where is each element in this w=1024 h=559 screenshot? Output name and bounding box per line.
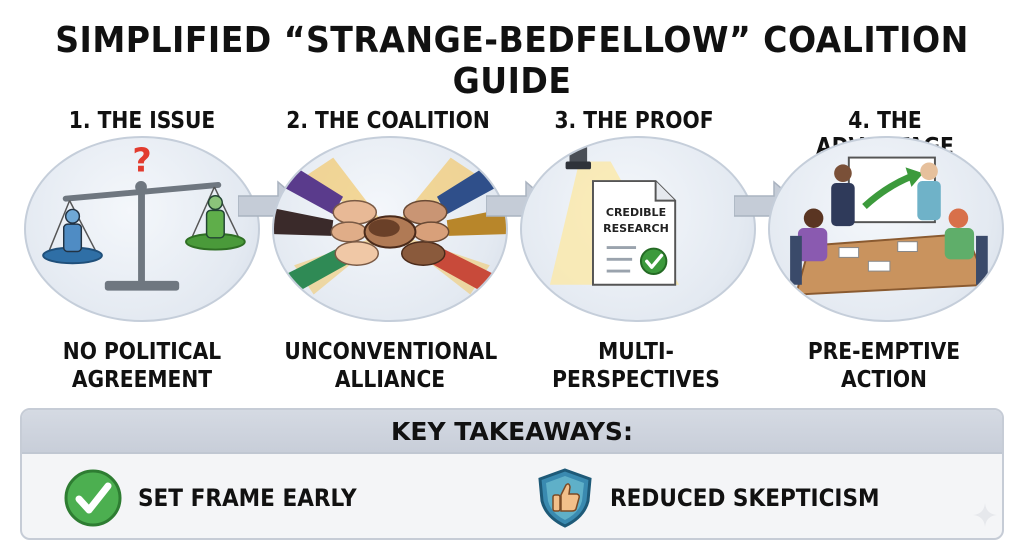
meeting-icon: [790, 156, 990, 296]
step-1-caption-line-2: AGREEMENT: [71, 367, 213, 393]
step-3-caption-line-2: PERSPECTIVES: [552, 367, 720, 393]
takeaway-reduced-skepticism: REDUCED SKEPTICISM: [534, 462, 909, 534]
step-4-caption: PRE-EMPTIVE ACTION: [778, 338, 989, 394]
step-3-illustration: CREDIBLE RESEARCH: [520, 136, 756, 322]
takeaway-label: REDUCED SKEPTICISM: [610, 484, 880, 512]
step-4-illustration: [768, 136, 1004, 322]
step-1-illustration: ?: [24, 136, 260, 322]
key-takeaways-header: KEY TAKEAWAYS:: [22, 410, 1002, 454]
step-2-caption: UNCONVENTIONAL ALLIANCE: [284, 338, 498, 394]
svg-text:?: ?: [132, 140, 151, 179]
step-1-caption-line-1: NO POLITICAL: [62, 339, 222, 365]
document-line-2: RESEARCH: [603, 222, 669, 235]
takeaway-set-frame-early: SET FRAME EARLY: [62, 462, 381, 534]
scales-icon: ?: [42, 140, 246, 291]
step-1-title: 1. THE ISSUE: [68, 108, 216, 134]
step-3-title: 3. THE PROOF: [554, 108, 714, 134]
takeaway-label: SET FRAME EARLY: [138, 484, 357, 512]
checkmark-icon: [64, 469, 122, 527]
handshake-icon: [274, 153, 506, 306]
step-3-caption-line-1: MULTI-: [598, 339, 674, 365]
step-2-caption-line-1: UNCONVENTIONAL: [284, 339, 498, 365]
shield-thumbs-up-icon: [538, 468, 592, 528]
page-title: SIMPLIFIED “STRANGE-BEDFELLOW” COALITION…: [55, 20, 969, 102]
step-2-illustration: [272, 136, 508, 322]
step-2-caption-line-2: ALLIANCE: [334, 367, 446, 393]
step-4-caption-line-2: ACTION: [840, 367, 927, 393]
step-1-caption: NO POLITICAL AGREEMENT: [36, 338, 247, 394]
step-3-caption: MULTI- PERSPECTIVES: [530, 338, 741, 394]
step-4-caption-line-1: PRE-EMPTIVE: [807, 339, 961, 365]
sparkle-icon: [973, 503, 997, 527]
document-line-1: CREDIBLE: [605, 206, 667, 219]
key-takeaways-panel: KEY TAKEAWAYS: SET FRAME EARLY REDUCED S…: [20, 408, 1004, 540]
step-2-title: 2. THE COALITION: [286, 108, 490, 134]
